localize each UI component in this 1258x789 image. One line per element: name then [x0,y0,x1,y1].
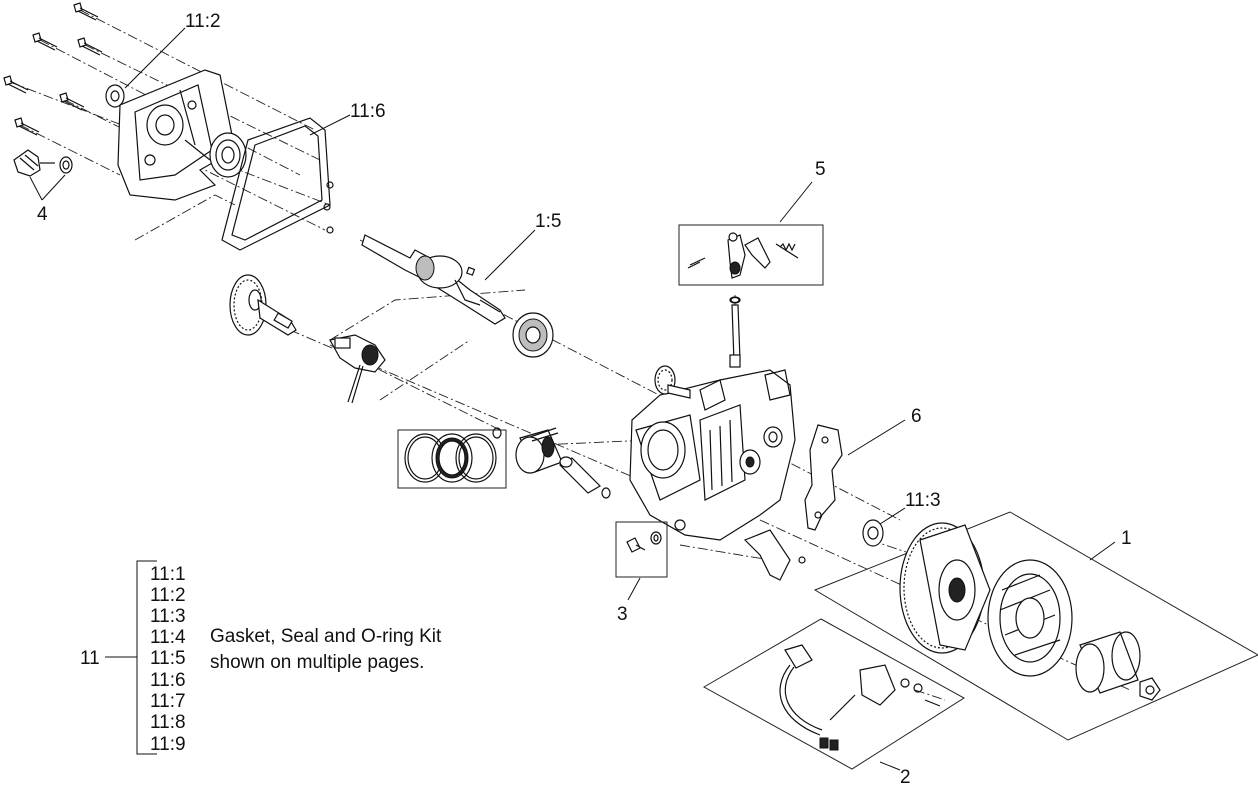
kit-number: 11 [80,648,100,669]
kit-item: 11:5 [150,648,186,669]
block-gear [654,365,691,399]
bolt [14,117,40,136]
callout-11-3: 11:3 [905,490,941,511]
crankcase-cover [117,69,236,201]
governor-assembly [329,334,386,404]
governor-lever-box [678,224,824,286]
camshaft-gear [229,274,297,336]
kit-description-line2: shown on multiple pages. [210,652,424,673]
leader-lines [29,27,1116,771]
cover-bearing [209,132,247,178]
crankcase-cover-bolts [3,2,103,136]
crankshaft-bearing [512,312,554,358]
bolt [32,32,58,51]
callout-6: 6 [911,406,922,427]
crankshaft [361,234,506,325]
kit-item: 11:7 [150,691,186,712]
callout-11-6: 11:6 [350,101,386,122]
bolt [73,2,99,21]
ignition-coil-box [702,618,965,770]
callout-2: 2 [900,767,911,788]
callout-1: 1 [1121,528,1132,549]
oil-seal-11-3 [862,519,884,547]
bracket [743,529,806,581]
callout-3: 3 [617,604,628,625]
bolt [3,75,29,94]
callout-5: 5 [815,159,826,180]
oil-seal-11-2 [105,84,125,108]
governor-shaft [729,296,741,368]
kit-item: 11:2 [150,585,186,606]
callout-11-2: 11:2 [185,11,221,32]
kit-item: 11:3 [150,606,186,627]
bolt [59,92,85,111]
callout-4: 4 [37,204,48,225]
kit-legend: 11 11:1 11:2 11:3 11:4 11:5 11:6 11:7 11… [80,560,442,755]
callout-1-5: 1:5 [535,211,561,232]
gasket-11-6 [221,117,334,251]
flywheel-box [813,511,1258,741]
piston-rings-box [397,429,507,489]
crankcase-block [629,369,796,541]
kit-item: 11:1 [150,564,186,585]
bolt-washer-box [615,521,668,578]
washer [729,296,741,304]
kit-item: 11:4 [150,627,186,648]
oil-fill-cap [13,149,73,177]
breather-plate [804,424,843,531]
kit-item: 11:8 [150,712,186,733]
piston [515,427,563,474]
wrist-pin [492,427,611,499]
kit-item: 11:9 [150,734,186,755]
kit-description-line1: Gasket, Seal and O-ring Kit [210,626,442,647]
kit-item: 11:6 [150,670,186,691]
callout-labels: 11:2 11:6 4 1:5 5 6 11:3 1 3 2 [37,11,1132,788]
bolt [77,37,103,56]
